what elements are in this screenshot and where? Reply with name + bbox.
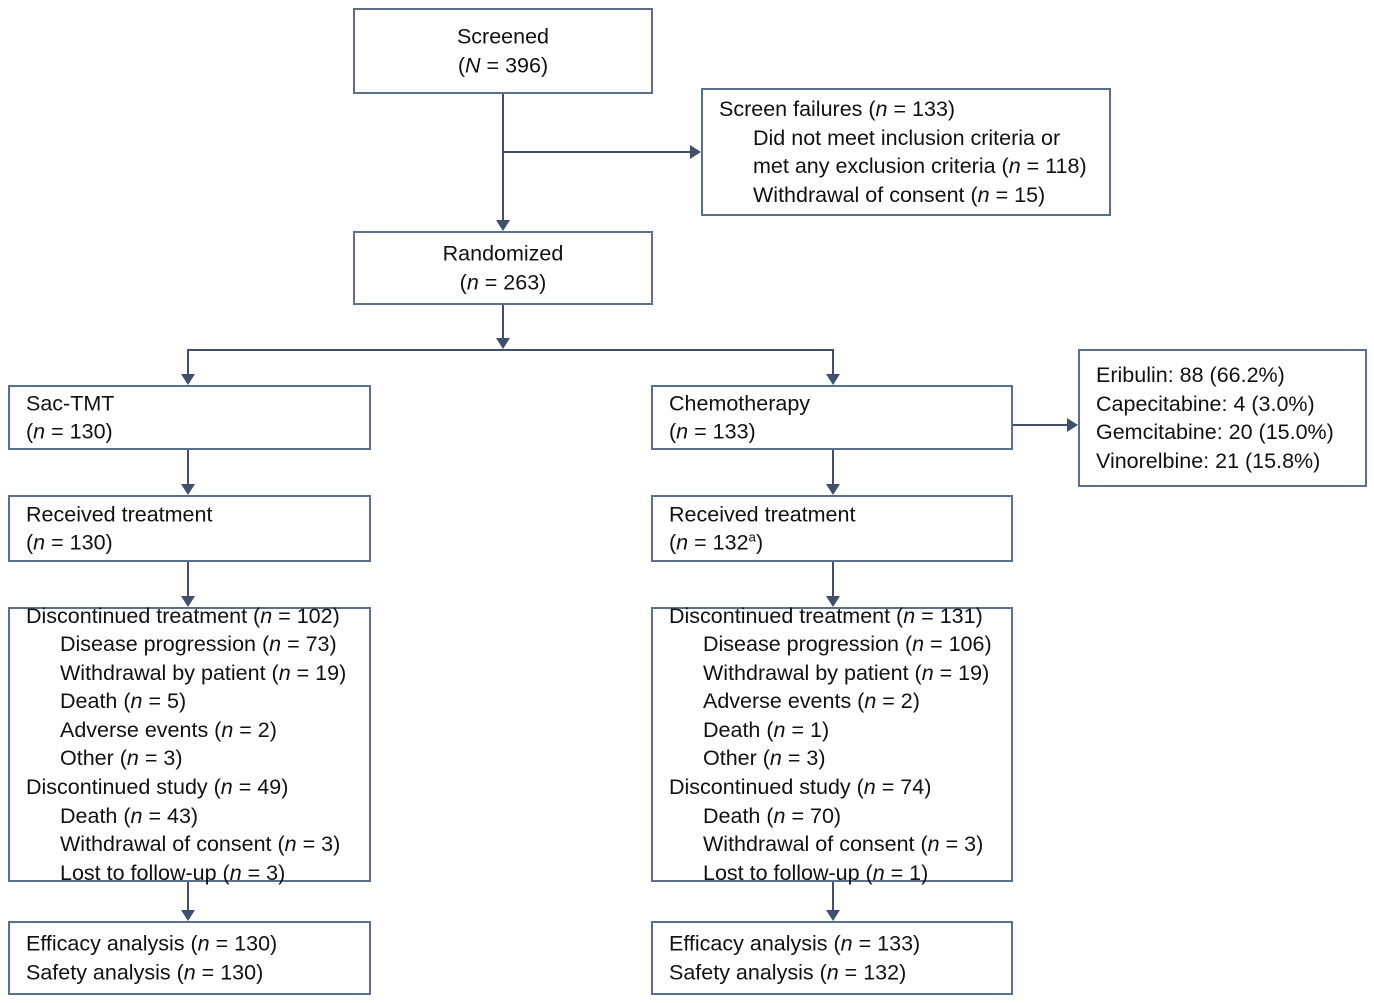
- connector-chemo-discontinued-to-analysis: [832, 882, 834, 910]
- arrowhead-split-to-chemotherapy: [826, 374, 840, 385]
- screen-failures-heading: Screen failures (n = 133): [719, 96, 956, 121]
- node-sac-tmt-arm: Sac-TMT (n = 130): [8, 385, 371, 450]
- sac-tmt-disc-reason: Disease progression (n = 73): [60, 632, 337, 657]
- arrowhead-sac-tmt-discontinued-to-analysis: [181, 910, 195, 921]
- sac-tmt-arm-count: (n = 130): [26, 419, 113, 444]
- connector-screened-to-randomized: [502, 94, 504, 220]
- sac-tmt-disc-reason: Other (n = 3): [60, 746, 183, 771]
- arrowhead-screened-to-randomized: [496, 220, 510, 231]
- node-sac-tmt-received-treatment: Received treatment (n = 130): [8, 495, 371, 562]
- chemo-study-reason: Withdrawal of consent (n = 3): [703, 832, 984, 857]
- chemo-efficacy-analysis: Efficacy analysis (n = 133): [669, 931, 921, 956]
- chemo-disc-reason: Other (n = 3): [703, 746, 826, 771]
- connector-split-to-chemotherapy: [832, 349, 834, 374]
- screened-count: (N = 396): [457, 53, 549, 77]
- chemo-arm-label: Chemotherapy: [669, 390, 811, 415]
- sac-tmt-disc-study-heading: Discontinued study (n = 49): [26, 775, 289, 800]
- chemo-disc-reason: Death (n = 1): [703, 717, 830, 742]
- node-sac-tmt-analysis: Efficacy analysis (n = 130) Safety analy…: [8, 921, 371, 995]
- sac-tmt-study-reason: Death (n = 43): [60, 803, 199, 828]
- randomized-count: (n = 263): [459, 270, 547, 294]
- arrowhead-chemo-received-to-discontinued: [826, 596, 840, 607]
- chemo-study-reason: Death (n = 70): [703, 803, 842, 828]
- sac-tmt-disc-reason: Death (n = 5): [60, 689, 187, 714]
- arrowhead-split-to-sac-tmt: [181, 374, 195, 385]
- arrowhead-to-screen-failures: [690, 145, 701, 159]
- screen-failures-item: met any exclusion criteria (n = 118): [753, 154, 1087, 178]
- sac-tmt-study-reason: Lost to follow-up (n = 3): [60, 860, 286, 885]
- connector-chemo-received-to-discontinued: [832, 562, 834, 596]
- chemo-disc-study-heading: Discontinued study (n = 74): [669, 775, 932, 800]
- connector-randomized-to-split: [502, 305, 504, 338]
- chemo-disc-treatment-heading: Discontinued treatment (n = 131): [669, 603, 983, 628]
- arrowhead-chemo-to-breakdown: [1067, 418, 1078, 432]
- chemo-received-label: Received treatment: [669, 501, 856, 526]
- connector-sac-tmt-discontinued-to-analysis: [187, 882, 189, 910]
- chemo-received-count: (n = 132a): [669, 529, 764, 555]
- connector-chemo-arm-to-received: [832, 450, 834, 484]
- node-chemo-discontinued: Discontinued treatment (n = 131) Disease…: [651, 604, 1013, 885]
- node-randomized: Randomized (n = 263): [353, 231, 653, 305]
- chemo-study-reason: Lost to follow-up (n = 1): [703, 860, 929, 885]
- screened-label: Screened: [456, 24, 550, 49]
- sac-tmt-disc-treatment-heading: Discontinued treatment (n = 102): [26, 603, 340, 628]
- sac-tmt-received-count: (n = 130): [26, 530, 113, 555]
- connector-sac-tmt-arm-to-received: [187, 450, 189, 484]
- chemo-arm-count: (n = 133): [669, 419, 756, 444]
- screen-failures-item: Did not meet inclusion criteria or: [753, 125, 1061, 150]
- arrowhead-chemo-arm-to-received: [826, 484, 840, 495]
- node-chemotherapy-breakdown: Eribulin: 88 (66.2%) Capecitabine: 4 (3.…: [1078, 349, 1367, 487]
- chemo-breakdown-item: Vinorelbine: 21 (15.8%): [1096, 448, 1321, 473]
- node-chemotherapy-arm: Chemotherapy (n = 133): [651, 385, 1013, 450]
- chemo-breakdown-item: Eribulin: 88 (66.2%): [1096, 362, 1285, 387]
- sac-tmt-study-reason: Withdrawal of consent (n = 3): [60, 832, 341, 857]
- sac-tmt-disc-reason: Withdrawal by patient (n = 19): [60, 660, 347, 685]
- footnote-marker-a: a: [748, 529, 756, 545]
- chemo-safety-analysis: Safety analysis (n = 132): [669, 960, 907, 984]
- node-screen-failures: Screen failures (n = 133) Did not meet i…: [701, 88, 1111, 216]
- node-sac-tmt-discontinued: Discontinued treatment (n = 102) Disease…: [8, 604, 371, 885]
- connector-chemo-to-breakdown: [1013, 424, 1068, 426]
- node-chemo-received-treatment: Received treatment (n = 132a): [651, 495, 1013, 562]
- connector-to-screen-failures: [502, 151, 691, 153]
- chemo-breakdown-item: Capecitabine: 4 (3.0%): [1096, 391, 1315, 416]
- sac-tmt-efficacy-analysis: Efficacy analysis (n = 130): [26, 931, 278, 956]
- arrowhead-chemo-discontinued-to-analysis: [826, 910, 840, 921]
- chemo-disc-reason: Adverse events (n = 2): [703, 689, 920, 714]
- node-chemo-analysis: Efficacy analysis (n = 133) Safety analy…: [651, 921, 1013, 995]
- connector-split-horizontal: [188, 349, 834, 351]
- sac-tmt-arm-label: Sac-TMT: [26, 390, 115, 415]
- sac-tmt-disc-reason: Adverse events (n = 2): [60, 717, 277, 742]
- chemo-breakdown-item: Gemcitabine: 20 (15.0%): [1096, 420, 1334, 444]
- arrowhead-randomized-split: [496, 338, 510, 349]
- arrowhead-sac-tmt-received-to-discontinued: [181, 596, 195, 607]
- screen-failures-item: Withdrawal of consent (n = 15): [753, 182, 1046, 207]
- connector-sac-tmt-received-to-discontinued: [187, 562, 189, 596]
- chemo-disc-reason: Withdrawal by patient (n = 19): [703, 660, 990, 685]
- randomized-label: Randomized: [442, 241, 564, 266]
- sac-tmt-safety-analysis: Safety analysis (n = 130): [26, 960, 264, 984]
- sac-tmt-received-label: Received treatment: [26, 501, 213, 526]
- arrowhead-sac-tmt-arm-to-received: [181, 484, 195, 495]
- connector-split-to-sac-tmt: [187, 349, 189, 374]
- node-screened: Screened (N = 396): [353, 8, 653, 94]
- chemo-disc-reason: Disease progression (n = 106): [703, 632, 992, 657]
